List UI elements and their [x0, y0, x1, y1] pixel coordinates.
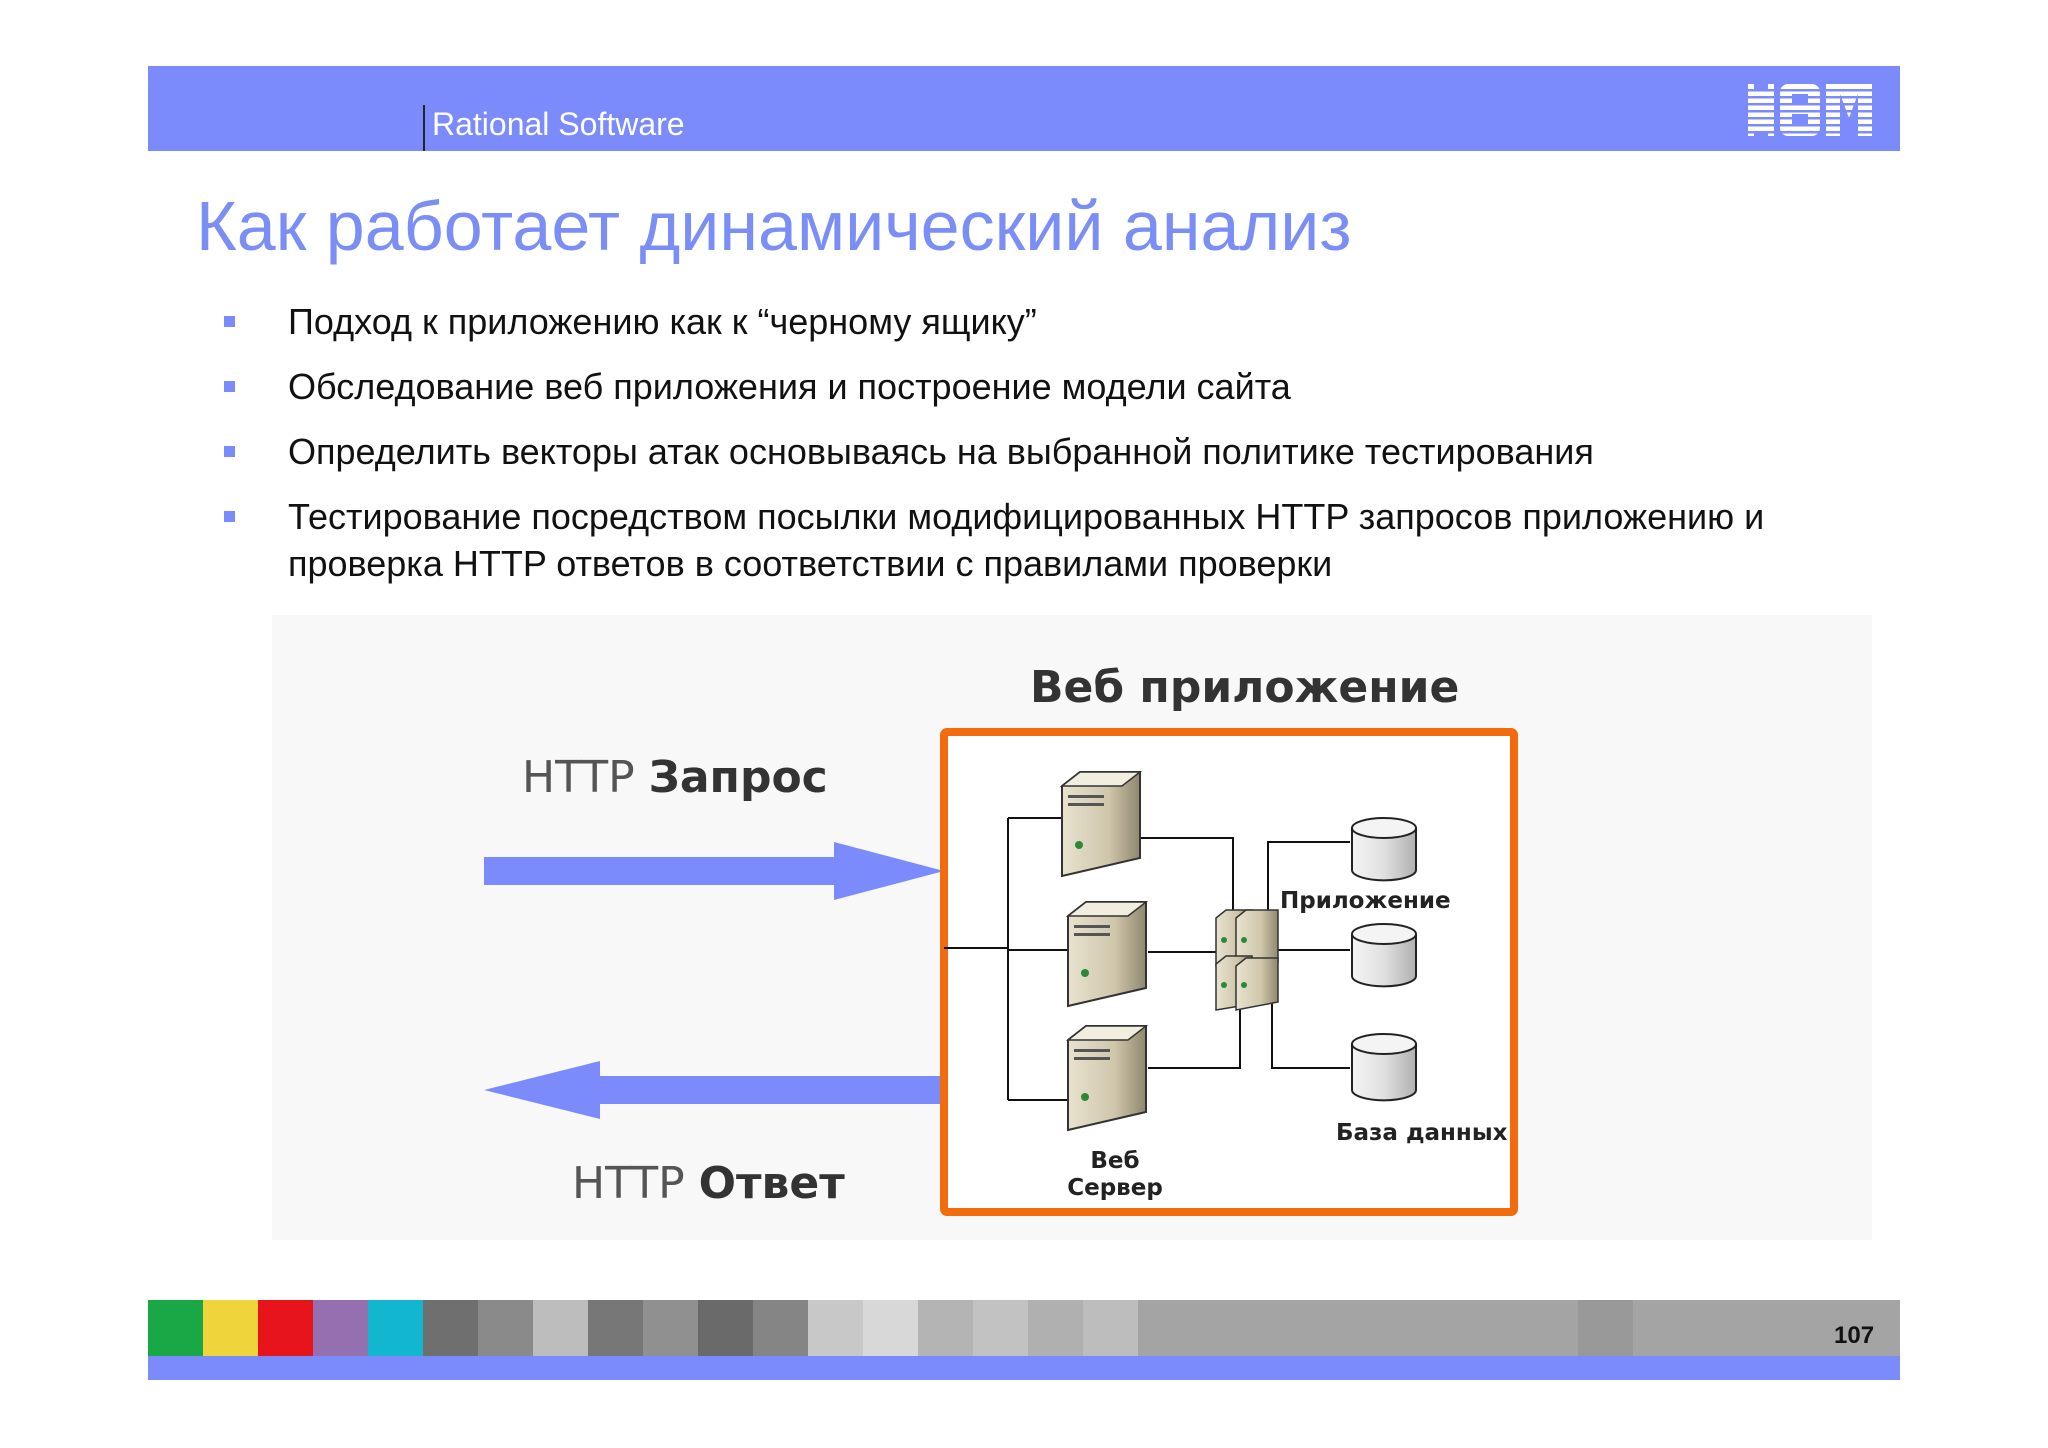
photo-tile [643, 1300, 698, 1356]
bullet-item: Тестирование посредством посылки модифиц… [224, 493, 1784, 587]
bullet-marker-icon [224, 511, 235, 522]
bullet-list: Подход к приложению как к “черному ящику… [224, 298, 1784, 605]
web-server-label-line2: Сервер [1067, 1175, 1163, 1201]
app-server-cluster-icon [1215, 909, 1279, 1011]
bullet-item: Обследование веб приложения и построение… [224, 363, 1784, 410]
database-icon [1351, 923, 1417, 988]
footer-bar [148, 1356, 1900, 1380]
response-arrow-icon [484, 1061, 941, 1119]
photo-tile [698, 1300, 753, 1356]
slide-title: Как работает динамический анализ [196, 187, 1352, 265]
footer-image-strip [148, 1300, 1900, 1356]
application-label: Приложение [1280, 888, 1451, 914]
bullet-text: Подход к приложению как к “черному ящику… [288, 301, 1037, 342]
web-app-heading: Веб приложение [1030, 662, 1460, 713]
color-tile [148, 1300, 203, 1356]
photo-tile [533, 1300, 588, 1356]
color-tile [368, 1300, 423, 1356]
bullet-marker-icon [224, 446, 235, 457]
http-response-prefix: HTTP [572, 1158, 685, 1209]
brand-name: Rational Software [432, 106, 685, 142]
bullet-text: Тестирование посредством посылки модифиц… [288, 496, 1765, 584]
database-icon [1351, 1033, 1417, 1102]
photo-tile [423, 1300, 478, 1356]
network-lines [944, 817, 1350, 1101]
bullet-text: Обследование веб приложения и построение… [288, 366, 1291, 407]
http-request-word: Запрос [648, 752, 828, 803]
photo-tile [918, 1300, 973, 1356]
web-server-icon [1065, 1025, 1149, 1132]
photo-tile [808, 1300, 863, 1356]
web-server-icon [1059, 771, 1143, 878]
photo-tile [1028, 1300, 1083, 1356]
http-response-label: HTTP Ответ [572, 1158, 845, 1209]
request-arrow-icon [484, 842, 944, 900]
http-request-prefix: HTTP [522, 752, 635, 803]
bullet-text: Определить векторы атак основываясь на в… [288, 431, 1594, 472]
color-tile [203, 1300, 258, 1356]
ibm-logo [1748, 84, 1872, 136]
photo-tile [478, 1300, 533, 1356]
photo-tile [973, 1300, 1028, 1356]
header-divider [423, 105, 425, 151]
web-server-label: Веб Сервер [1060, 1148, 1170, 1202]
web-server-label-line1: Веб [1090, 1148, 1140, 1174]
photo-tile [1083, 1300, 1138, 1356]
photo-tile [588, 1300, 643, 1356]
photo-tile [863, 1300, 918, 1356]
bullet-marker-icon [224, 381, 235, 392]
photo-tile [1578, 1300, 1633, 1356]
color-tile [258, 1300, 313, 1356]
photo-tile [753, 1300, 808, 1356]
color-tile [313, 1300, 368, 1356]
bullet-item: Подход к приложению как к “черному ящику… [224, 298, 1784, 345]
database-label: База данных [1336, 1120, 1508, 1146]
bullet-item: Определить векторы атак основываясь на в… [224, 428, 1784, 475]
page-number: 107 [1834, 1322, 1875, 1349]
header-bar [148, 66, 1900, 151]
bullet-marker-icon [224, 316, 235, 327]
http-request-label: HTTP Запрос [522, 752, 828, 803]
database-icon [1351, 817, 1417, 882]
http-response-word: Ответ [698, 1158, 845, 1209]
web-server-icon [1065, 901, 1149, 1008]
